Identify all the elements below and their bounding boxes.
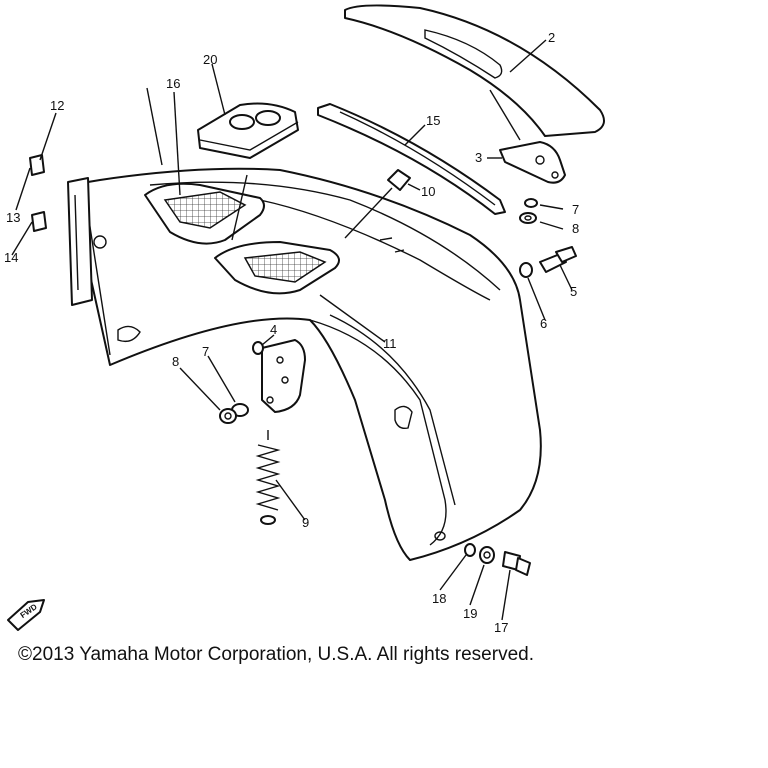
copyright-notice: ©2013 Yamaha Motor Corporation, U.S.A. A… — [18, 644, 534, 665]
callout-19: 19 — [463, 606, 477, 621]
bolt-right — [519, 246, 577, 278]
forward-arrow-icon: FWD — [7, 599, 45, 631]
main-cowl-body — [69, 167, 542, 561]
callout-7-left: 7 — [202, 344, 209, 359]
fastener-center — [344, 169, 411, 239]
trim-strip — [317, 103, 506, 215]
bracket-lower — [252, 339, 306, 413]
callout-10: 10 — [421, 184, 435, 199]
grommet — [197, 102, 299, 159]
top-cover-panel — [344, 4, 605, 141]
side-panel-left — [67, 177, 93, 306]
spring — [255, 430, 281, 525]
callout-5: 5 — [570, 284, 577, 299]
callout-17: 17 — [494, 620, 508, 635]
callout-15: 15 — [426, 113, 440, 128]
hardware-17-18-19 — [464, 543, 531, 576]
callout-8-right: 8 — [572, 221, 579, 236]
callout-14: 14 — [4, 250, 18, 265]
callout-8-left: 8 — [172, 354, 179, 369]
leader-lines — [11, 39, 573, 621]
mat-lower — [214, 241, 340, 295]
callout-6: 6 — [540, 316, 547, 331]
callout-12: 12 — [50, 98, 64, 113]
callout-18: 18 — [432, 591, 446, 606]
washer-nut-right — [519, 198, 538, 224]
washer-nut-left — [219, 403, 249, 424]
callout-16: 16 — [166, 76, 180, 91]
callout-13: 13 — [6, 210, 20, 225]
callout-2: 2 — [548, 30, 555, 45]
callout-3: 3 — [475, 150, 482, 165]
bracket-right — [499, 141, 566, 184]
clips-left — [29, 154, 47, 232]
callout-4: 4 — [270, 322, 277, 337]
callout-11: 11 — [383, 336, 397, 351]
callout-20: 20 — [203, 52, 217, 67]
callout-7-right: 7 — [572, 202, 579, 217]
callout-9: 9 — [302, 515, 309, 530]
parts-diagram: FWD 2 3 7 8 5 6 10 15 11 16 20 12 13 14 … — [4, 4, 605, 635]
